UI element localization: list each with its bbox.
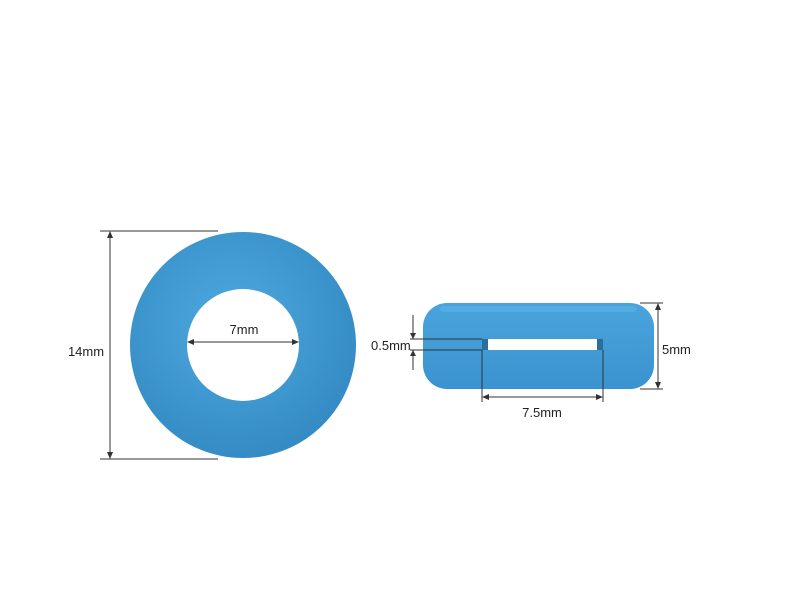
height-dimension <box>640 302 663 390</box>
slot-length-label: 7.5mm <box>522 405 562 420</box>
inner-diameter-label: 7mm <box>230 322 259 337</box>
ring-front-view <box>129 231 356 459</box>
slot-right-notch <box>597 339 603 350</box>
slot-left-notch <box>482 339 488 350</box>
ring-body <box>129 231 356 459</box>
height-label: 5mm <box>662 342 691 357</box>
slot-length-dimension <box>481 350 604 402</box>
slot-width-dimension <box>410 315 482 370</box>
outer-diameter-dimension <box>100 230 218 460</box>
side-top-highlight <box>440 306 637 312</box>
ring-side-view <box>423 303 654 389</box>
slot-channel <box>482 339 603 350</box>
slot-width-label: 0.5mm <box>371 338 411 353</box>
outer-diameter-label: 14mm <box>68 344 104 359</box>
inner-diameter-dimension <box>187 339 299 345</box>
